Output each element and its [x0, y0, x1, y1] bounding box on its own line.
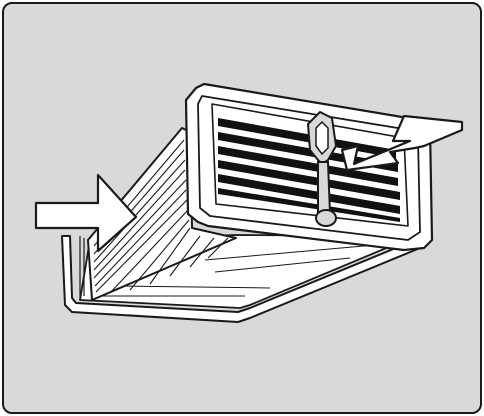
grille-slot — [218, 146, 398, 186]
grille-slot — [218, 188, 400, 222]
pull-handle — [307, 111, 337, 227]
pleated-filter-icon — [87, 127, 237, 301]
arrow-right-icon — [34, 173, 138, 253]
handle-stem — [317, 161, 332, 215]
handle-loop-hole — [315, 120, 329, 156]
handle-knob — [315, 209, 337, 227]
bottom-face-lines — [100, 244, 376, 297]
grille-slot — [218, 174, 400, 214]
grille-slot — [218, 160, 400, 200]
arrow-left-drawn — [340, 114, 464, 172]
front-grille — [184, 82, 434, 252]
filter-edge — [79, 236, 85, 300]
